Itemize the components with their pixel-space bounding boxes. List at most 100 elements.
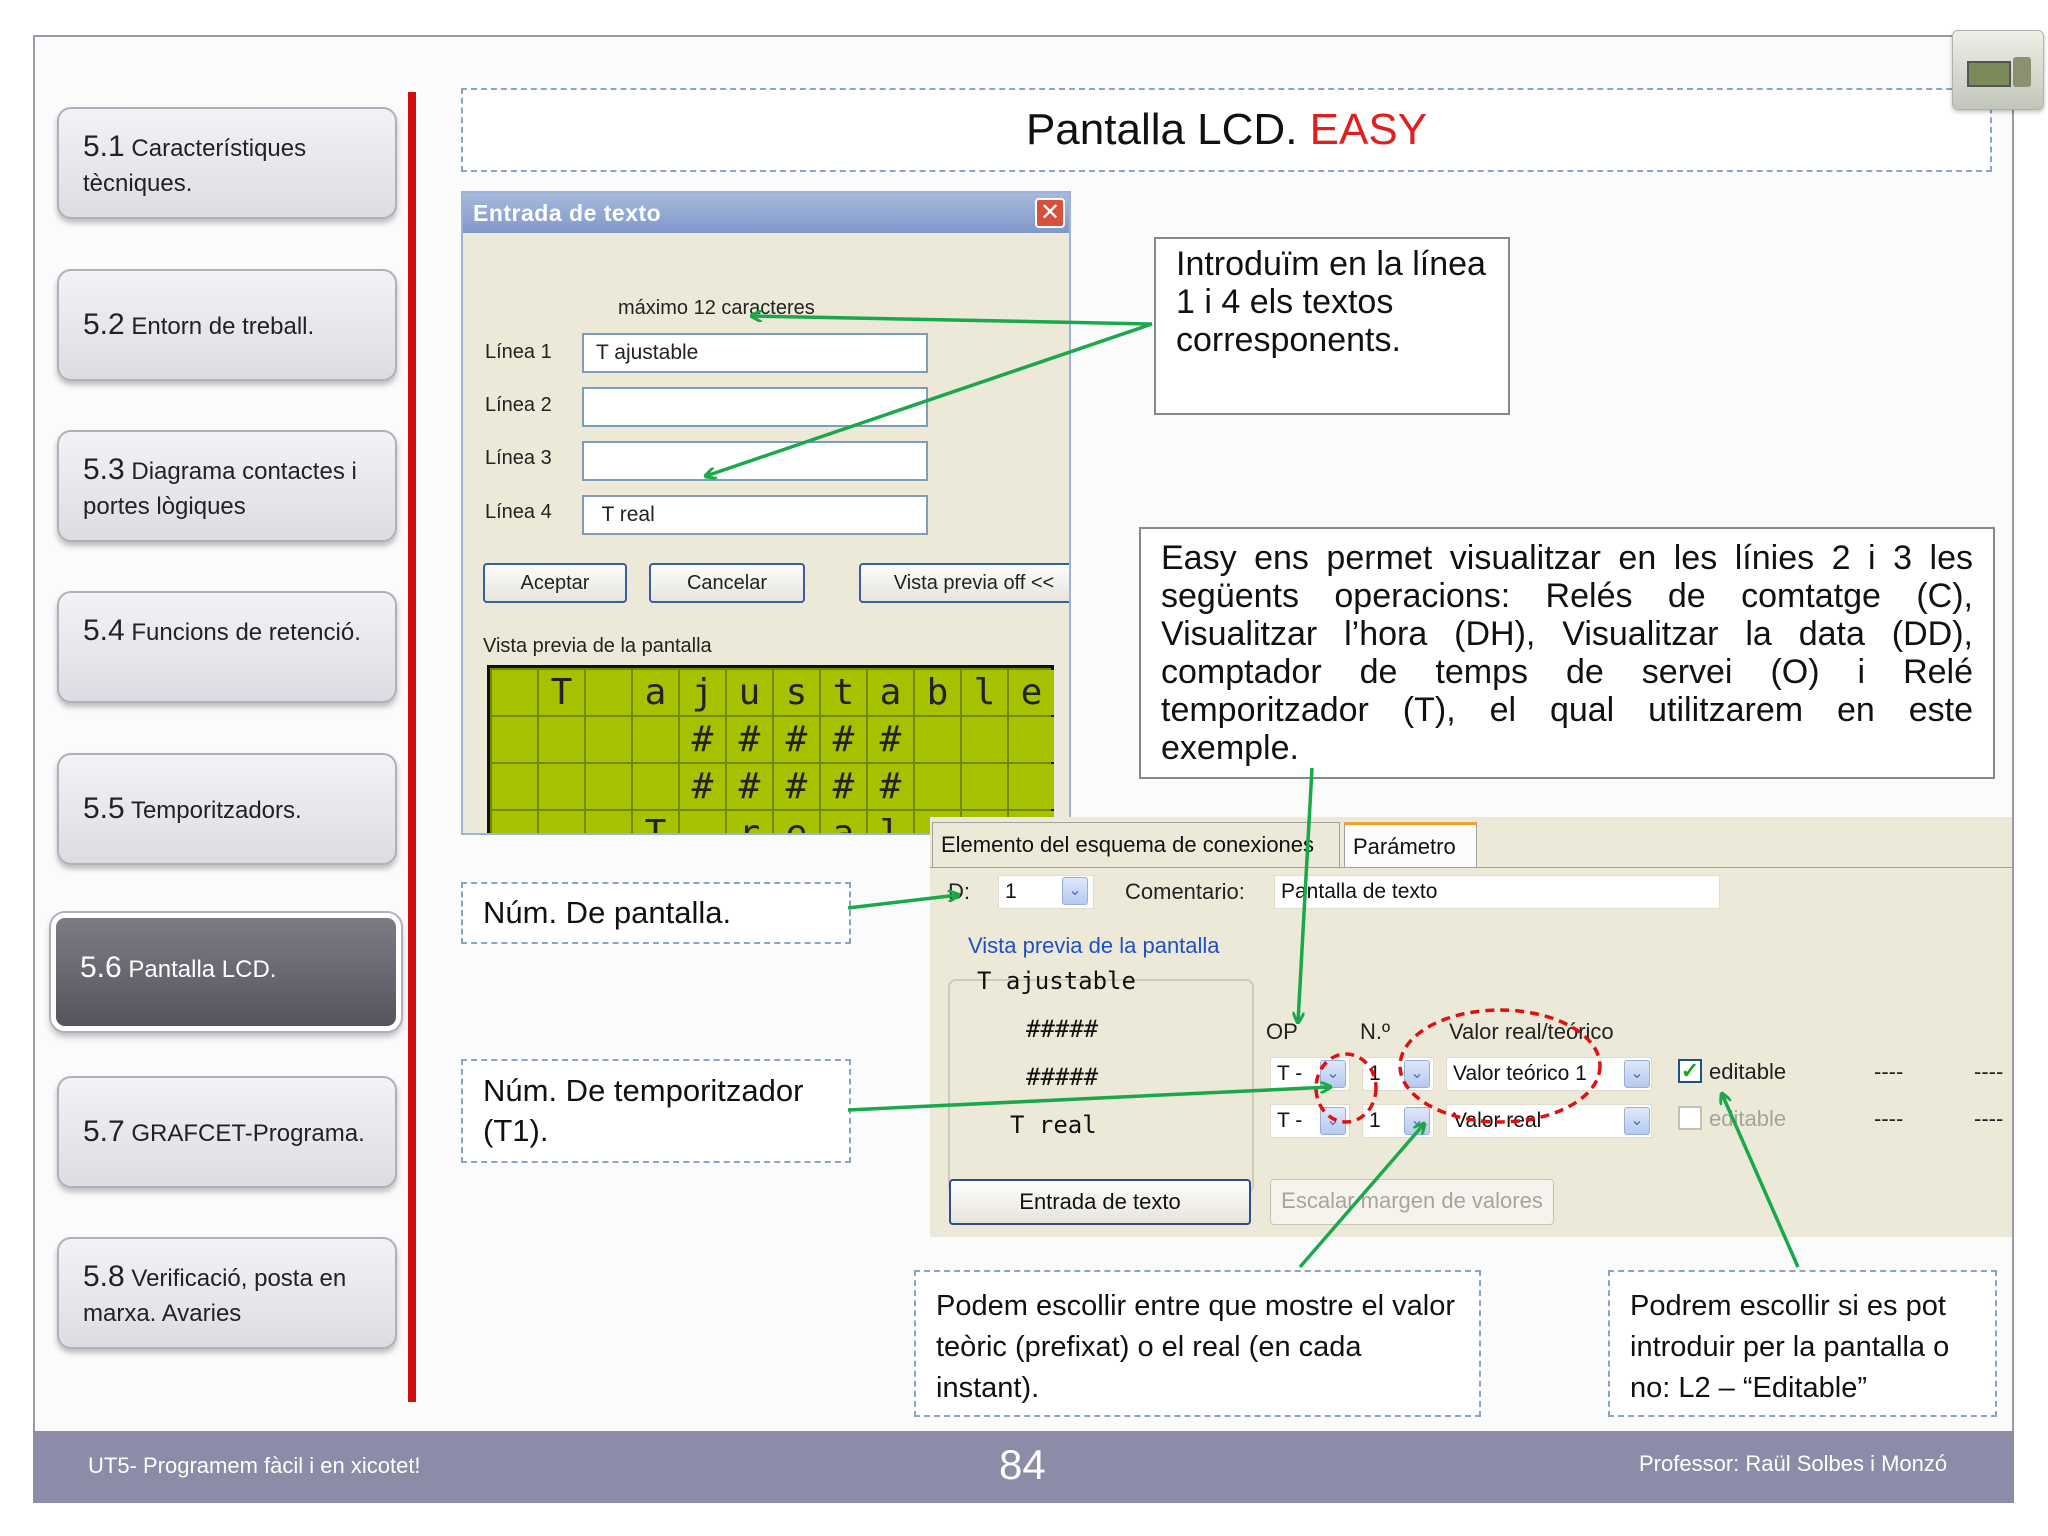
- lcd-cell: [962, 717, 1007, 762]
- cancel-button[interactable]: Cancelar: [649, 563, 805, 603]
- chevron-down-icon[interactable]: ⌄: [1062, 877, 1088, 905]
- nav-label: Verificació, posta en marxa. Avaries: [83, 1265, 347, 1327]
- nav-label: Temporitzadors.: [130, 797, 302, 824]
- nav-item-5-8[interactable]: 5.8 Verificació, posta en marxa. Avaries: [57, 1237, 397, 1349]
- lcd-cell: [962, 764, 1007, 809]
- text-entry-button[interactable]: Entrada de texto: [949, 1179, 1251, 1225]
- divider-bar: [408, 92, 416, 1402]
- nav-item-5-2[interactable]: 5.2 Entorn de treball.: [57, 269, 397, 381]
- preview-line-2: #####: [1026, 1015, 1099, 1043]
- lcd-cell: [539, 717, 584, 762]
- lcd-cell: j: [680, 670, 725, 715]
- preview-group-title: Vista previa de la pantalla: [964, 933, 1224, 959]
- chevron-down-icon[interactable]: ⌄: [1320, 1060, 1346, 1088]
- nav-item-5-3[interactable]: 5.3 Diagrama contactes i portes lògiques: [57, 430, 397, 542]
- page-number: 84: [999, 1441, 1046, 1488]
- lcd-cell: #: [774, 764, 819, 809]
- chevron-down-icon[interactable]: ⌄: [1320, 1107, 1346, 1135]
- lcd-cell: [492, 764, 537, 809]
- callout-podrem: Podrem escollir si es pot introduir per …: [1608, 1270, 1997, 1417]
- lcd-cell: [633, 764, 678, 809]
- lcd-cell: l: [962, 670, 1007, 715]
- line-4-input[interactable]: T real: [582, 495, 928, 535]
- row1-col2: ----: [1974, 1059, 2004, 1084]
- nav-item-5-4[interactable]: 5.4 Funcions de retenció.: [57, 591, 397, 703]
- no-header: N.º: [1360, 1019, 1391, 1044]
- line-1-input[interactable]: T ajustable: [582, 333, 928, 373]
- nav-num: 5.3: [83, 453, 125, 486]
- lcd-cell: #: [821, 764, 866, 809]
- lcd-cell: [1009, 764, 1054, 809]
- nav-num: 5.4: [83, 614, 125, 647]
- editable-checkbox-row2[interactable]: [1678, 1106, 1702, 1130]
- lcd-cell: e: [774, 811, 819, 833]
- lcd-cell: u: [727, 670, 772, 715]
- preview-label: Vista previa de la pantalla: [483, 635, 712, 657]
- lcd-cell: l: [868, 811, 913, 833]
- line-3-label: Línea 3: [485, 447, 552, 469]
- lcd-cell: #: [727, 717, 772, 762]
- parameter-panel: Elemento del esquema de conexiones Parám…: [930, 817, 2012, 1238]
- dialog-title: Entrada de texto: [463, 193, 1069, 233]
- lcd-cell: [915, 764, 960, 809]
- editable-checkbox-row1[interactable]: ✓: [1678, 1059, 1702, 1083]
- lcd-cell: T: [633, 811, 678, 833]
- lcd-cell: [586, 670, 631, 715]
- valor-header: Valor real/teórico: [1449, 1019, 1614, 1044]
- nav-item-5-1[interactable]: 5.1 Característiques tècniques.: [57, 107, 397, 219]
- tab-elemento[interactable]: Elemento del esquema de conexiones: [932, 822, 1340, 868]
- nav-label: Funcions de retenció.: [131, 619, 361, 646]
- lcd-cell: a: [868, 670, 913, 715]
- op-header: OP: [1266, 1019, 1298, 1044]
- row2-col1: ----: [1874, 1106, 1904, 1131]
- nav-num: 5.5: [83, 792, 125, 825]
- lcd-cell: b: [915, 670, 960, 715]
- footer-left: UT5- Programem fàcil i en xicotet!: [88, 1453, 421, 1478]
- chevron-down-icon[interactable]: ⌄: [1404, 1060, 1430, 1088]
- device-thumbnail: [1952, 30, 2044, 110]
- slide: 5.1 Característiques tècniques. 5.2 Ento…: [33, 35, 2014, 1503]
- lcd-cell: [1009, 717, 1054, 762]
- d-label: D:: [948, 879, 970, 904]
- nav-label: GRAFCET-Programa.: [131, 1120, 365, 1147]
- line-3-input[interactable]: [582, 441, 928, 481]
- chevron-down-icon[interactable]: ⌄: [1624, 1060, 1650, 1088]
- title-main: Pantalla LCD.: [1025, 105, 1310, 154]
- valor-select-row1[interactable]: Valor teórico 1: [1446, 1057, 1652, 1091]
- preview-line-1: T ajustable: [977, 967, 1136, 995]
- callout-num-pantalla: Núm. De pantalla.: [461, 882, 851, 944]
- line-1-label: Línea 1: [485, 341, 552, 363]
- row2-col2: ----: [1974, 1106, 2004, 1131]
- nav-label: Diagrama contactes i portes lògiques: [83, 458, 357, 520]
- max-chars-note: máximo 12 caracteres: [618, 297, 815, 319]
- preview-off-button[interactable]: Vista previa off <<: [859, 563, 1069, 603]
- comment-input[interactable]: Pantalla de texto: [1274, 875, 1720, 909]
- comment-label: Comentario:: [1125, 879, 1245, 904]
- nav-item-5-7[interactable]: 5.7 GRAFCET-Programa.: [57, 1076, 397, 1188]
- lcd-cell: #: [727, 764, 772, 809]
- chevron-down-icon[interactable]: ⌄: [1404, 1107, 1430, 1135]
- line-2-input[interactable]: [582, 387, 928, 427]
- preview-line-4: T real: [1010, 1111, 1097, 1139]
- nav-label: Entorn de treball.: [131, 313, 315, 340]
- valor-select-row2[interactable]: Valor real: [1446, 1104, 1652, 1138]
- close-icon[interactable]: ✕: [1035, 198, 1065, 228]
- line-2-label: Línea 2: [485, 394, 552, 416]
- chevron-down-icon[interactable]: ⌄: [1624, 1107, 1650, 1135]
- preview-group: [948, 979, 1254, 1194]
- lcd-cell: [492, 670, 537, 715]
- editable-label-row1: editable: [1709, 1059, 1787, 1084]
- nav-item-5-6[interactable]: 5.6 Pantalla LCD.: [51, 913, 401, 1031]
- nav-item-5-5[interactable]: 5.5 Temporitzadors.: [57, 753, 397, 865]
- callout-num-temporitzador: Núm. De temporitzador (T1).: [461, 1059, 851, 1163]
- parameter-frame: [930, 867, 2012, 1238]
- lcd-cell: [492, 717, 537, 762]
- scale-range-button[interactable]: Escalar margen de valores: [1270, 1179, 1554, 1225]
- lcd-cell: [680, 811, 725, 833]
- lcd-cell: [633, 717, 678, 762]
- nav-label: Característiques tècniques.: [83, 135, 307, 197]
- lcd-cell: #: [868, 717, 913, 762]
- tab-parametro[interactable]: Parámetro: [1344, 822, 1477, 868]
- accept-button[interactable]: Aceptar: [483, 563, 627, 603]
